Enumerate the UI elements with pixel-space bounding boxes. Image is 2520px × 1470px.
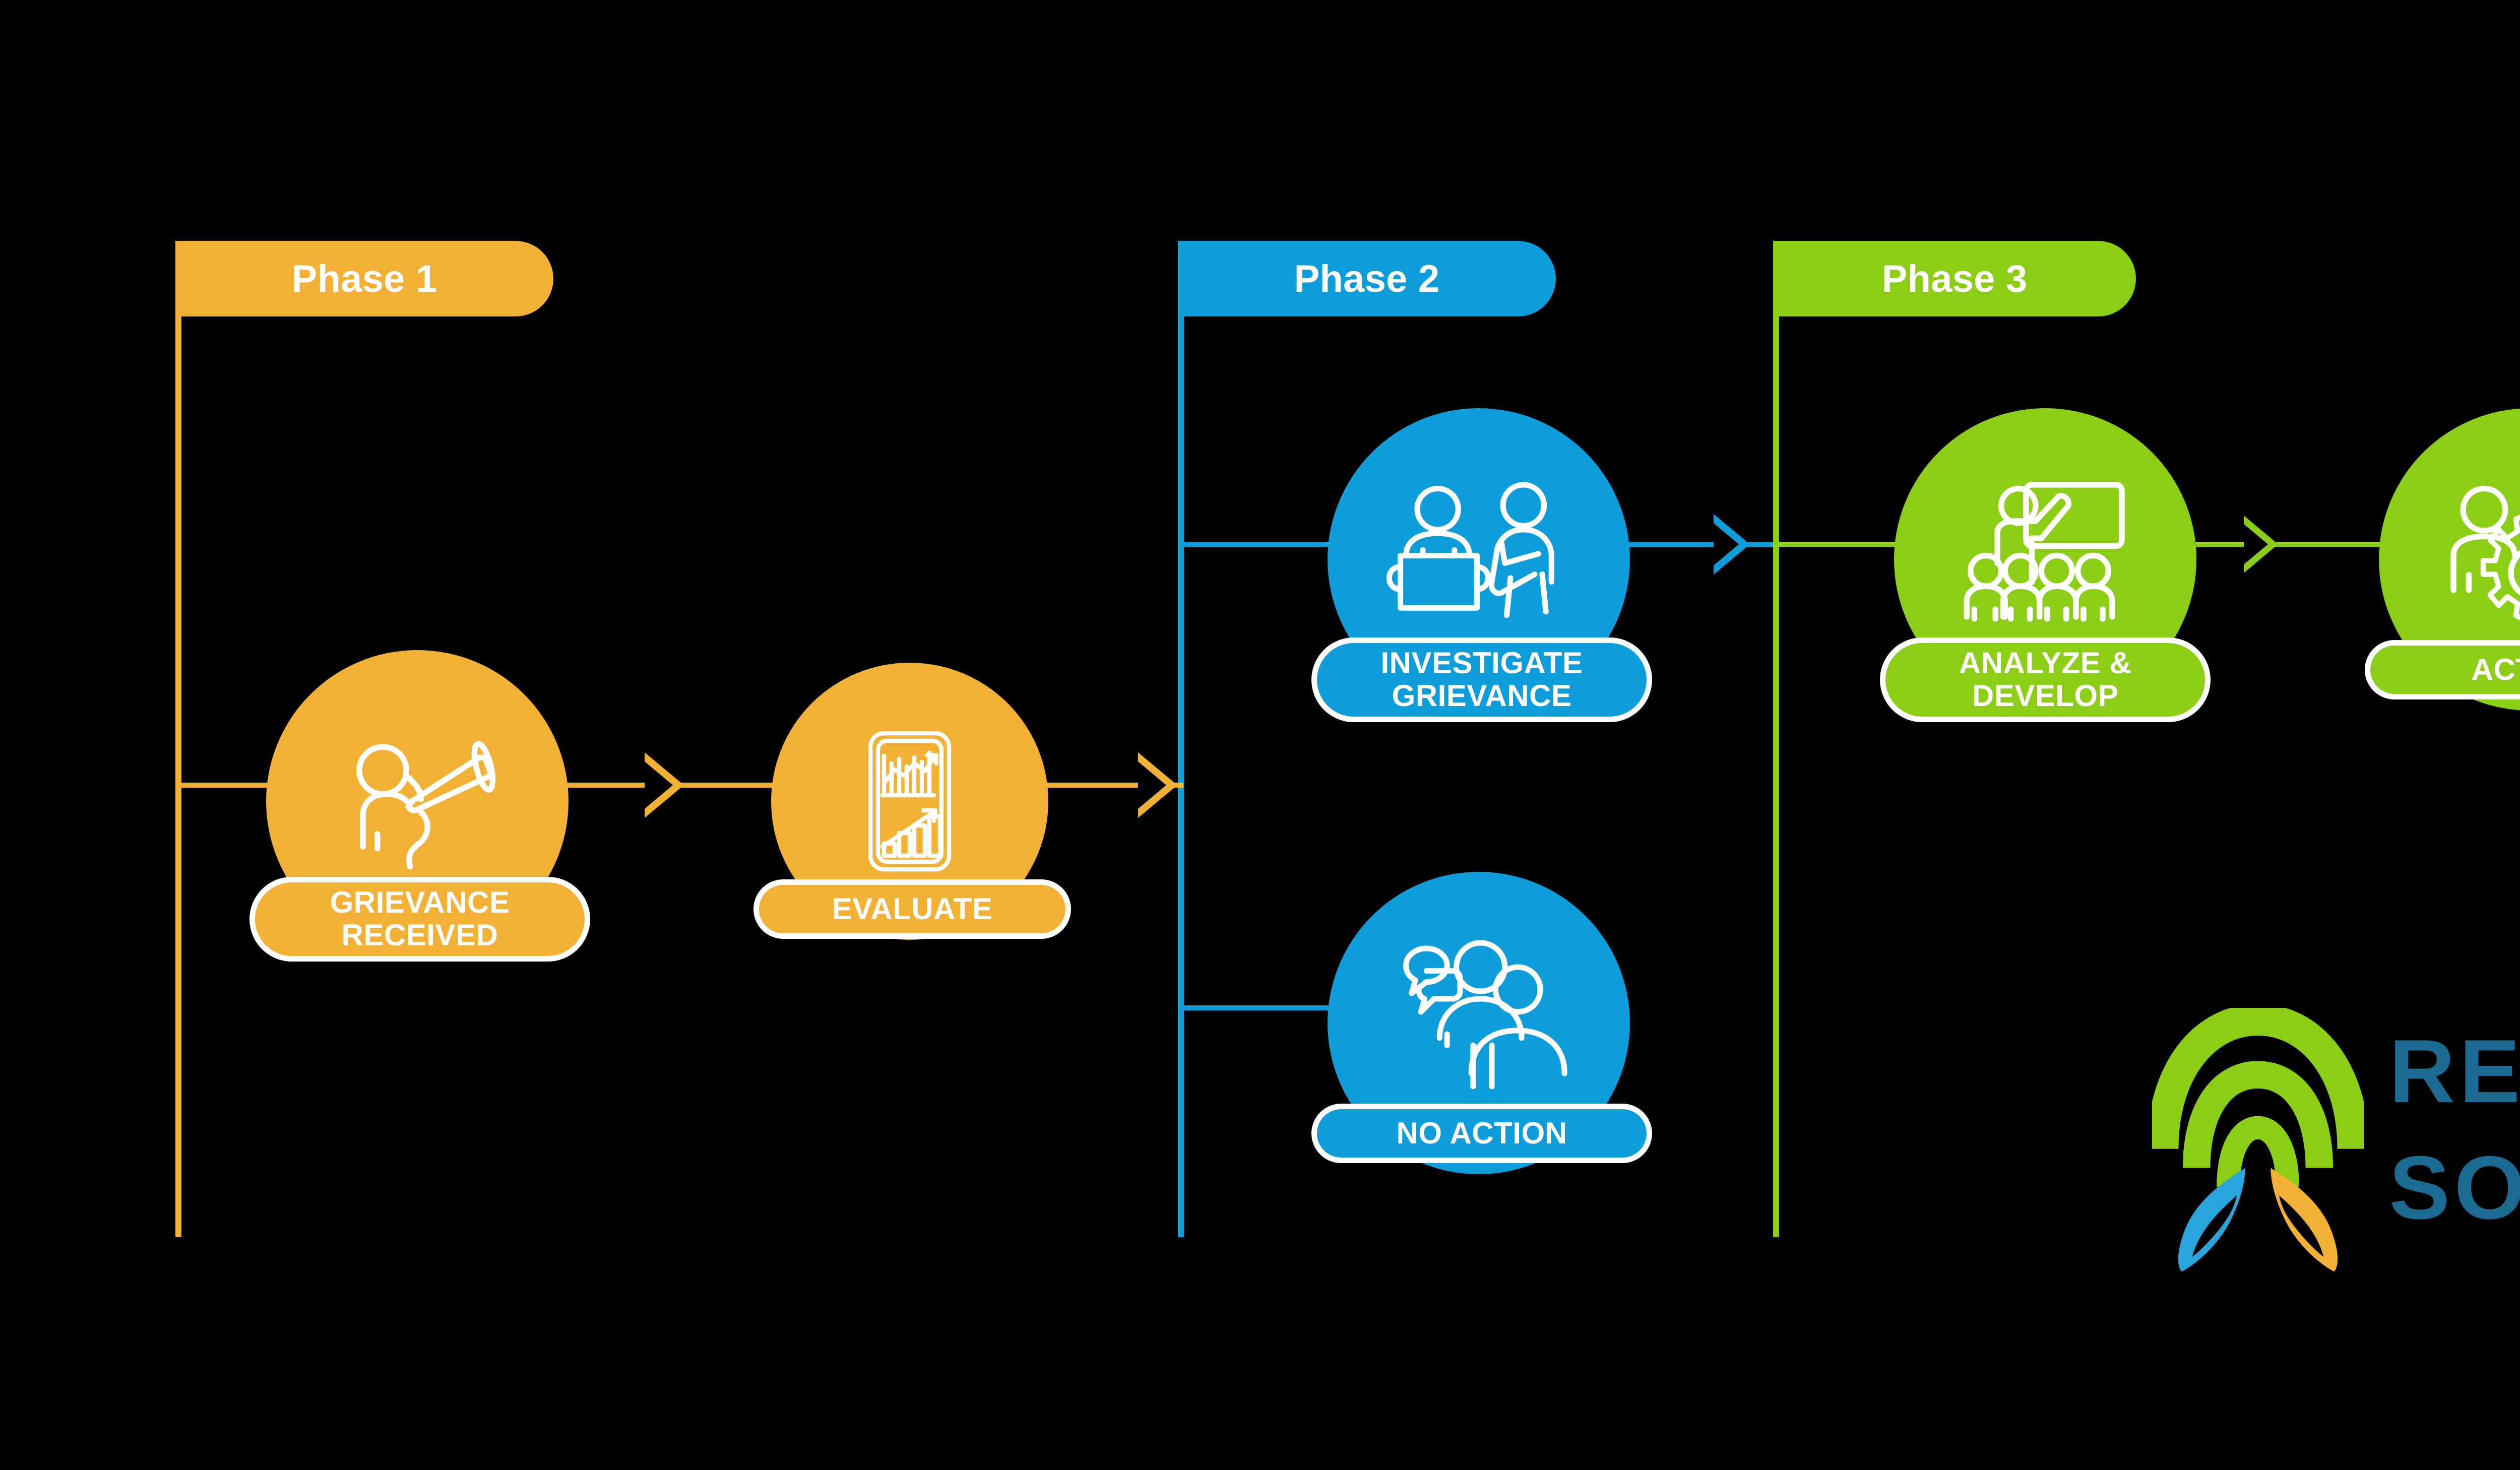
node-evaluate[interactable]: EVALUATE — [753, 650, 1071, 963]
phase-3-tab: Phase 3 — [1773, 241, 2136, 316]
responsible-sourcing-wordmark: RESPONSIBLE SOURCING — [2389, 1013, 2520, 1275]
connector-phase2-branch-upper — [1178, 542, 1379, 547]
arrow-evaluate-to-phase2-notch — [1138, 761, 1166, 809]
phase-3-rail — [1773, 249, 1779, 1237]
arrow-analyze-to-action-notch — [2244, 524, 2268, 564]
phase-2-rail — [1178, 249, 1184, 1237]
node-no-action[interactable]: NO ACTION — [1311, 872, 1652, 1194]
logo-line-sourcing: SOURCING — [2389, 1137, 2520, 1238]
phase-3-label: Phase 3 — [1881, 257, 2028, 300]
megaphone-icon — [356, 741, 496, 870]
node-analyze-develop[interactable]: ANALYZE & DEVELOP — [1880, 408, 2211, 731]
no-action-label: NO ACTION — [1396, 1116, 1567, 1150]
node-grievance-received[interactable]: GRIEVANCE RECEIVED — [249, 650, 590, 963]
phase-2-tab: Phase 2 — [1178, 241, 1556, 316]
phase-1-tab: Phase 1 — [175, 241, 553, 316]
connector-phase2-branch-lower — [1178, 1005, 1379, 1010]
tablet-charts-icon — [868, 731, 952, 872]
investigate-grievance-label: INVESTIGATE GRIEVANCE — [1380, 646, 1583, 713]
responsible-sourcing-logo: RESPONSIBLE SOURCING P&G — [2152, 1008, 2520, 1275]
responsible-sourcing-mark — [2152, 1008, 2364, 1272]
no-action-pill[interactable]: NO ACTION — [1311, 1104, 1652, 1163]
evaluate-label: EVALUATE — [832, 891, 993, 926]
action-label: ACTION — [2471, 652, 2520, 686]
arrow-grievance-to-evaluate-notch — [645, 761, 673, 809]
grievance-received-pill[interactable]: GRIEVANCE RECEIVED — [249, 877, 590, 962]
action-pill[interactable]: ACTION — [2365, 640, 2520, 699]
arrow-phase2-to-phase3-notch — [1714, 523, 1739, 565]
phase-2-label: Phase 2 — [1294, 257, 1440, 300]
phase-1-rail — [175, 249, 181, 1237]
analyze-develop-pill[interactable]: ANALYZE & DEVELOP — [1880, 637, 2211, 722]
evaluate-pill[interactable]: EVALUATE — [753, 879, 1071, 939]
connector-phase2-to-phase3 — [1588, 542, 1804, 547]
presenter-audience-icon — [1964, 482, 2125, 622]
phase-1-label: Phase 1 — [291, 257, 437, 300]
grievance-received-label: GRIEVANCE RECEIVED — [330, 885, 510, 952]
analyze-develop-label: ANALYZE & DEVELOP — [1959, 646, 2132, 713]
people-gear-icon — [2450, 485, 2520, 620]
logo-line-responsible: RESPONSIBLE — [2389, 1021, 2520, 1121]
node-investigate-grievance[interactable]: INVESTIGATE GRIEVANCE — [1311, 408, 1652, 731]
node-action[interactable]: ACTION — [2365, 408, 2520, 731]
interview-desk-icon — [1386, 482, 1554, 618]
investigate-grievance-pill[interactable]: INVESTIGATE GRIEVANCE — [1311, 637, 1652, 722]
people-speech-bubbles-icon — [1403, 940, 1567, 1090]
